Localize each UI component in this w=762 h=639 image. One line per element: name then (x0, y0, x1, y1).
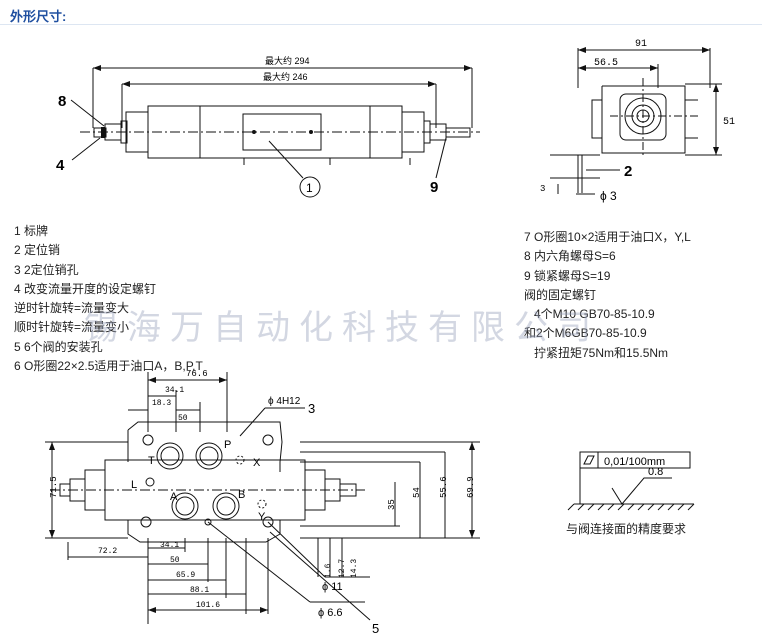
dim-phi-11: ϕ 11 (322, 581, 343, 593)
note-line: 拧紧扭矩75Nm和15.5Nm (524, 345, 669, 360)
port-a-label: A (170, 491, 178, 503)
flatness-caption: 与阀连接面的精度要求 (566, 522, 687, 536)
callout-9: 9 (430, 179, 438, 196)
dim-overall-length: 最大约 294 (265, 55, 310, 66)
roughness-value: 0.8 (648, 466, 663, 478)
dim-14-3: 14.3 (350, 559, 359, 578)
port-t-label: T (148, 455, 155, 467)
dim-height-51: 51 (723, 117, 735, 128)
note-line: 1 标牌 (14, 224, 49, 238)
dim-3: 3 (540, 184, 545, 194)
section-title: 外形尺寸: (10, 9, 67, 24)
dim-88-1: 88.1 (190, 586, 209, 595)
dim-72-2: 72.2 (98, 547, 117, 556)
callout-1: 1 (306, 181, 313, 195)
note-line: 3 2定位销孔 (14, 262, 79, 277)
dim-69-9: 69.9 (466, 476, 476, 498)
dim-35: 35 (387, 499, 397, 510)
dim-50-bottom: 50 (170, 556, 180, 565)
flatness-tolerance: 0,01/100mm (604, 456, 665, 468)
note-line: 4个M10 GB70-85-10.9 (524, 307, 655, 322)
callout-4: 4 (56, 157, 65, 174)
dim-65-9: 65.9 (176, 571, 195, 580)
note-line: 4 改变流量开度的设定螺钉 (14, 281, 157, 296)
dim-1-6: 1.6 (324, 563, 333, 578)
header-divider (0, 24, 762, 25)
port-l-label: L (131, 479, 137, 491)
note-line: 逆时针旋转=流量变大 (14, 301, 130, 316)
callout-5: 5 (372, 621, 379, 636)
dim-body-length: 最大约 246 (263, 71, 308, 82)
dim-phi-3: ϕ 3 (600, 189, 617, 203)
dim-71-5: 71.5 (49, 476, 59, 498)
dim-101-6: 101.6 (196, 601, 220, 610)
callout-2: 2 (624, 163, 632, 180)
note-line: 阀的固定螺钉 (524, 287, 597, 302)
note-line: 8 内六角螺母S=6 (524, 249, 616, 264)
port-y-label: Y (258, 511, 266, 523)
dim-55-6: 55.6 (439, 476, 449, 498)
note-line: 顺时针旋转=流量变小 (14, 320, 130, 335)
dim-18-3: 18.3 (152, 399, 171, 408)
dim-offset-56-5: 56.5 (594, 58, 618, 69)
dim-54: 54 (412, 487, 422, 498)
dim-phi-4h12: ϕ 4H12 (268, 396, 301, 407)
port-x-label: X (253, 457, 261, 469)
note-line: 2 定位销 (14, 243, 61, 258)
port-b-label: B (238, 489, 245, 501)
flatness-symbol: 0,01/100mm 0.8 (567, 451, 695, 511)
notes-right: 7 O形圈10×2适用于油口X，Y,L 8 内六角螺母S=6 9 锁紧螺母S=1… (524, 228, 691, 363)
note-line: 7 O形圈10×2适用于油口X，Y,L (524, 230, 691, 244)
bottom-view-drawing: 76.6 34.1 18.3 50 ϕ 4H12 3 P T X L A B Y… (45, 369, 480, 636)
dim-phi-6-6: ϕ 6.6 (318, 607, 343, 619)
callout-3: 3 (308, 401, 315, 416)
dim-34-1-top: 34.1 (165, 386, 184, 395)
note-line: 5 6个阀的安装孔 (14, 339, 103, 354)
dim-50-top: 50 (178, 414, 188, 423)
dim-width-91: 91 (635, 39, 647, 50)
note-line: 6 O形圈22×2.5适用于油口A，B,P,T (14, 359, 203, 374)
top-view-drawing: 最大约 294 最大约 246 8 4 1 9 (56, 55, 480, 198)
note-line: 和2个M6GB70-85-10.9 (524, 326, 647, 341)
dim-34-1-bottom: 34.1 (160, 541, 179, 550)
dim-76-6: 76.6 (186, 369, 208, 379)
side-view-drawing: 91 56.5 51 2 3 ϕ 3 (540, 39, 735, 203)
watermark: 锡海万自动化科技有限公司 (84, 308, 600, 348)
dim-12-7: 12.7 (338, 559, 347, 578)
notes-left: 1 标牌 2 定位销 3 2定位销孔 4 改变流量开度的设定螺钉 逆时针旋转=流… (14, 222, 203, 376)
note-line: 9 锁紧螺母S=19 (524, 268, 611, 283)
port-p-label: P (224, 439, 231, 451)
callout-8: 8 (58, 93, 66, 110)
